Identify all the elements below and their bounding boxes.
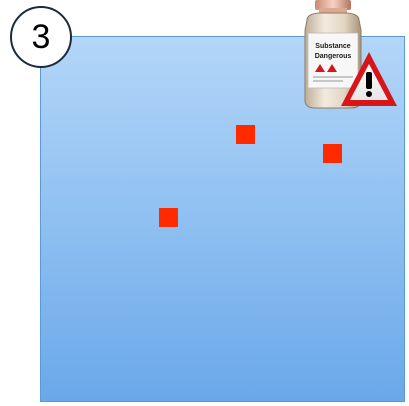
red-marker-1[interactable]: [236, 125, 255, 144]
svg-text:Substance: Substance: [315, 43, 351, 50]
step-number-badge: 3: [10, 6, 72, 68]
step-number-text: 3: [32, 18, 51, 57]
red-marker-3[interactable]: [159, 208, 178, 227]
svg-text:Dangerous: Dangerous: [315, 53, 352, 60]
red-marker-2[interactable]: [323, 144, 342, 163]
hazard-bottle-image: Substance Dangerous: [293, 0, 403, 112]
